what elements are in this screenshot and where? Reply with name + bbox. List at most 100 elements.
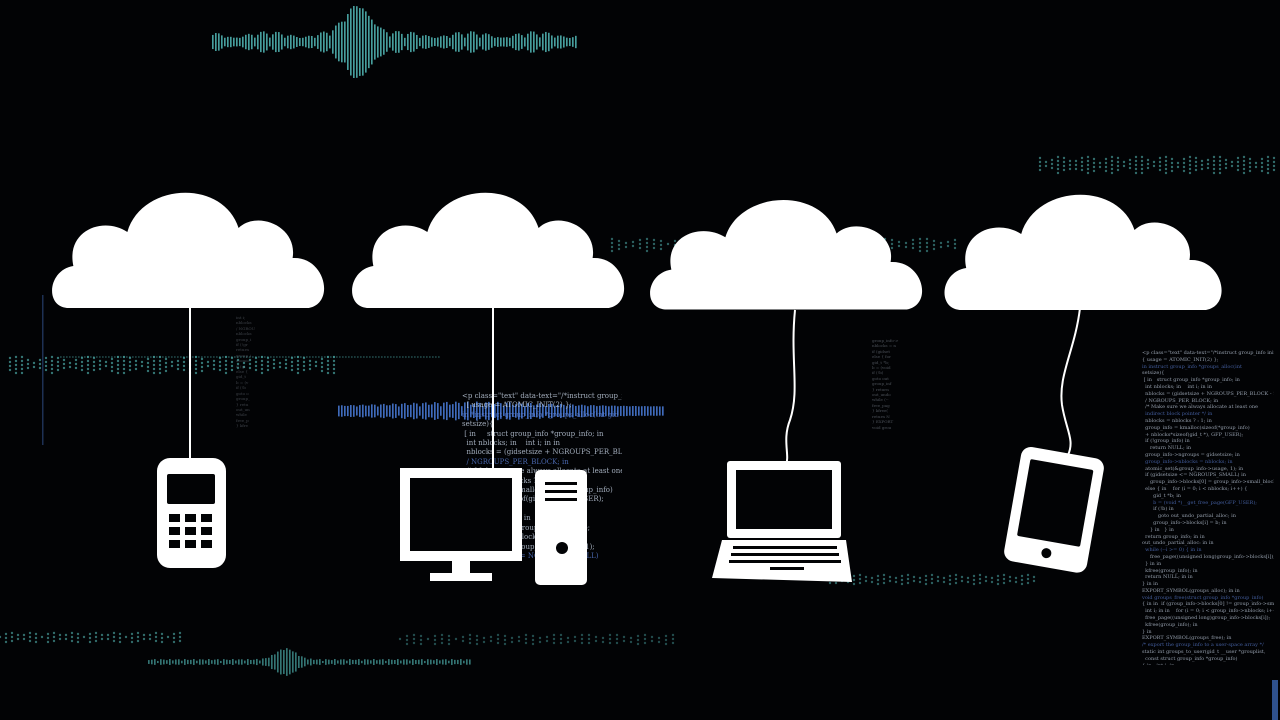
- code-line: [ in struct group_info *group_info; in: [1142, 377, 1240, 384]
- code-line: nblocks: [236, 320, 252, 326]
- code-line: in instruct group_info *groups_alloc(int: [1142, 363, 1242, 370]
- code-line: { in in if (group_info->blocks[0] != gro…: [1142, 601, 1274, 608]
- code-line: int nblocks; in int i; in in: [1142, 383, 1212, 390]
- code-line: [ usage = ATOMIC_INIT(2) };: [462, 401, 572, 410]
- code-line: setsize){: [462, 420, 494, 429]
- code-line: group_: [236, 396, 251, 402]
- code-line: EXPORT_SYMBOL(groups_alloc); in in: [1142, 587, 1240, 594]
- waveform-bottom-mid: [398, 633, 675, 646]
- code-line: out_undo_partial_alloc: in in: [1142, 540, 1214, 547]
- code-line: / NGROU: [236, 325, 255, 331]
- code-line: <p class="text" data-text="/*instruct gr…: [1142, 350, 1274, 356]
- code-line: { usage = ATOMIC_INIT(2) };: [1142, 356, 1219, 363]
- code-line: if (!b): [872, 370, 884, 376]
- mobile-phone-icon: [157, 458, 226, 568]
- code-line: gid_t *b; in: [1142, 492, 1182, 499]
- code-snippet-right: <p class="text" data-text="/*instruct gr…: [1142, 350, 1274, 665]
- code-line: out_un: [236, 406, 250, 412]
- code-line: b = (void: [872, 365, 891, 371]
- code-line: if (gidsetsize <= NGROUPS_SMALL) in: [1142, 472, 1246, 479]
- guide-lines: [42, 295, 1278, 720]
- code-line: group_info = kmalloc(sizeof(*group_info): [1142, 424, 1250, 431]
- code-line: group_info->nblocks = nblocks; in: [1142, 458, 1233, 465]
- code-line: / NGROUPS_PER_BLOCK; in: [462, 457, 569, 466]
- code-line: else { for: [872, 354, 891, 360]
- waveform-center-blue: [338, 401, 664, 421]
- code-line: EXPORT_SYMBOL(groups_free); in: [1142, 635, 1232, 642]
- desktop-computer-icon: [400, 468, 587, 585]
- code-line: return NULL; in: [1142, 445, 1192, 452]
- code-line: nblocks = n: [872, 343, 897, 349]
- code-line: [ in struct group_info *group_info; in: [462, 429, 604, 438]
- code-line: if (gidset: [872, 348, 891, 354]
- code-line: else {: [236, 369, 248, 375]
- code-line: atomic_set(&group_info->usage, 1);: [462, 542, 595, 551]
- code-line: b = (void *)__get_free_page(GFP_USER);: [1142, 499, 1257, 506]
- code-line: void groups_free(struct group_info *grou…: [1142, 594, 1264, 601]
- code-line: } kfree(: [872, 408, 888, 414]
- code-line: } in } in: [1142, 526, 1174, 533]
- clouds: [52, 192, 1222, 310]
- code-line: } kfre: [236, 423, 248, 429]
- code-line: group_inf: [872, 381, 892, 387]
- cloud-icon: [352, 192, 625, 308]
- code-line: out_undo: [872, 392, 891, 398]
- code-line: gid_t *b;: [872, 359, 890, 365]
- code-line: if (!b: [236, 385, 246, 391]
- code-line: free_p: [236, 417, 249, 423]
- code-line: group_info->blocks[0] = group_info->smal…: [1142, 479, 1274, 486]
- code-line: } retu: [236, 401, 249, 407]
- code-line: free_pag: [872, 402, 890, 408]
- code-line: setsize){: [1142, 370, 1165, 377]
- code-line: if (!group_info) in: [1142, 438, 1190, 445]
- code-line: <p class="text" data-text="/*instruct gr…: [462, 392, 622, 400]
- code-line: b = (v: [236, 379, 249, 385]
- code-line: while: [236, 412, 247, 418]
- code-line: goto o: [236, 390, 249, 396]
- code-line: /* Make sure we always allocate at least…: [1142, 404, 1259, 411]
- code-line: if (!gr: [236, 342, 248, 348]
- code-line: int i;: [236, 315, 246, 320]
- code-line: int i; in in for (i = 0; i < group_info-…: [1142, 608, 1274, 615]
- code-line: group_info->blocks[i] = b; in: [1142, 519, 1227, 526]
- code-line: / NGROUPS_PER_BLOCK; in: [1142, 397, 1219, 404]
- code-line: if (gi: [236, 363, 246, 369]
- code-line: free_page((unsigned long)group_info->blo…: [1142, 553, 1274, 560]
- waveform-bottom-left: [0, 631, 182, 644]
- code-line: in *instruct group_info *groups_alloc(in…: [462, 410, 619, 419]
- code-line: const struct group_info *group_info): [1142, 655, 1238, 662]
- code-line: gid_t: [236, 374, 247, 380]
- code-line: } in: [1142, 628, 1152, 635]
- cloud-4-string: [1060, 307, 1081, 456]
- code-line: group_i: [236, 352, 252, 358]
- code-line: } in in: [1142, 560, 1162, 567]
- code-line: atomic: [236, 358, 250, 364]
- code-line: nblocks = nblocks ? : 1; in: [1142, 417, 1212, 424]
- code-line: nblocks = (gidsetsize + NGROUPS_PER_BLOC…: [466, 448, 622, 457]
- code-line: nblocks = (gidsetsize + NGROUPS_PER_BLOC…: [1142, 390, 1274, 397]
- code-line: atomic_set(&group_info->usage, 1); in: [1142, 465, 1244, 472]
- code-line: nblocks: [236, 331, 252, 337]
- code-line: void grou: [872, 424, 892, 430]
- code-line: return: [236, 347, 249, 353]
- code-line: group_info->: [872, 338, 899, 343]
- waveform-top: [212, 5, 577, 79]
- waveform-bottom-center: [148, 648, 471, 676]
- code-line: return NULL; in in: [1142, 574, 1193, 581]
- waveform-left-line: [60, 356, 440, 358]
- code-line: } EXPORT: [872, 419, 894, 425]
- code-line: + nblocks*sizeof(gid_t *), GFP_USER);: [1142, 431, 1244, 438]
- code-line: kfree(group_info); in: [1142, 621, 1198, 628]
- code-line: return N: [872, 413, 890, 419]
- connection-strings: [189, 305, 1081, 470]
- cloud-3-string: [785, 309, 796, 466]
- code-line: static int groups_to_user(gid_t __user *…: [1142, 649, 1266, 656]
- code-line: while (--i >= 0) { in in: [1142, 547, 1202, 554]
- laptop-icon: [712, 461, 852, 582]
- cloud-icon: [52, 192, 325, 308]
- code-line: group_i: [236, 336, 252, 342]
